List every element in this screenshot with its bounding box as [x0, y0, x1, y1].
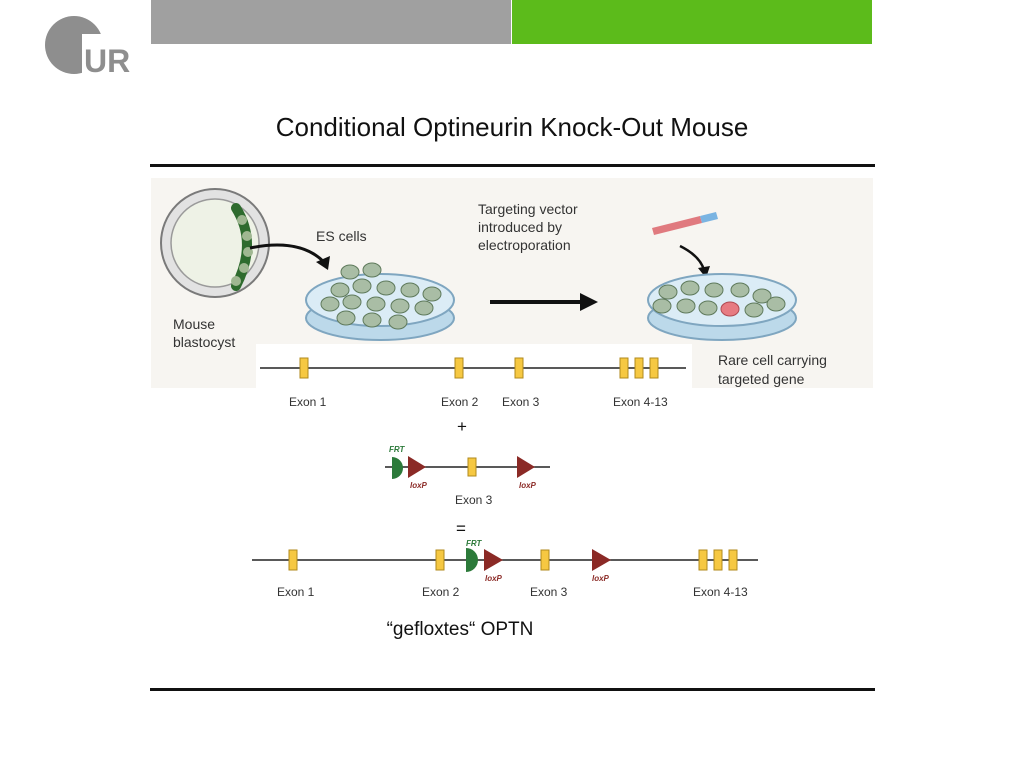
flox-frt-label: FRT: [466, 539, 483, 548]
wt-exon-3: [514, 357, 524, 379]
flox-loxp-left-label: loxP: [485, 574, 503, 583]
flox-exon-3: [540, 549, 550, 571]
university-logo: UR: [45, 16, 134, 76]
construct-frt-label: FRT: [389, 445, 406, 454]
flox-loxp-right-label: loxP: [592, 574, 610, 583]
flox-exon-4: [698, 549, 708, 571]
flox-exon-5: [713, 549, 723, 571]
flox-exon-2: [435, 549, 445, 571]
flox-loxp-left-icon: [484, 549, 503, 571]
vector-label-1: Targeting vector: [478, 201, 578, 217]
loxp-site-left-icon: [408, 456, 426, 478]
wt-exon-2: [454, 357, 464, 379]
wildtype-gene-map: [260, 357, 686, 379]
blastocyst-label-2: blastocyst: [173, 334, 235, 350]
wt-exon-1-label: Exon 1: [289, 395, 327, 409]
arrow-to-es-cells-icon: [316, 256, 330, 270]
flox-frt-site-icon: [466, 548, 478, 572]
floxed-gene-map: [252, 548, 758, 572]
vector-label-3: electroporation: [478, 237, 571, 253]
es-cells-dish: [305, 262, 455, 341]
wt-exon-6: [649, 357, 659, 379]
bottom-divider: [150, 688, 875, 691]
equals-sign: =: [456, 519, 466, 538]
floxed-optn-caption: “gefloxtes“ OPTN: [386, 619, 534, 640]
construct-loxp-right-label: loxP: [519, 481, 537, 490]
targeting-construct: [385, 456, 550, 479]
vector-label-2: introduced by: [478, 219, 562, 235]
targeted-cell-icon: [720, 301, 740, 317]
targeting-vector-icon: [652, 212, 718, 235]
wt-exon-3-label: Exon 3: [502, 395, 540, 409]
rare-cell-label-2: targeted gene: [718, 371, 805, 387]
construct-exon-3: [467, 457, 477, 477]
targeted-cells-dish: [647, 273, 797, 341]
blastocyst-illustration: [160, 188, 270, 298]
flox-exon-6: [728, 549, 738, 571]
flox-exon-4-13-label: Exon 4-13: [693, 585, 748, 599]
electroporation-arrow-icon: [580, 293, 598, 311]
blastocyst-label-1: Mouse: [173, 316, 215, 332]
flox-exon-1: [288, 549, 298, 571]
wt-exon-2-label: Exon 2: [441, 395, 479, 409]
es-cells-label: ES cells: [316, 228, 367, 244]
slide-title: Conditional Optineurin Knock-Out Mouse: [275, 112, 749, 142]
flox-loxp-right-icon: [592, 549, 611, 571]
header-bar-gray: [151, 0, 511, 44]
logo-text: UR: [84, 43, 130, 76]
flox-exon-3-label: Exon 3: [530, 585, 568, 599]
header-bar-green: [512, 0, 872, 44]
construct-exon-3-label: Exon 3: [455, 493, 493, 507]
flox-exon-2-label: Exon 2: [422, 585, 460, 599]
frt-site-icon: [392, 457, 403, 479]
wt-exon-4-13-label: Exon 4-13: [613, 395, 668, 409]
flox-exon-1-label: Exon 1: [277, 585, 315, 599]
plus-sign: +: [457, 417, 467, 436]
construct-loxp-left-label: loxP: [410, 481, 428, 490]
wt-exon-5: [634, 357, 644, 379]
wt-exon-4: [619, 357, 629, 379]
loxp-site-right-icon: [517, 456, 535, 478]
top-divider: [150, 164, 875, 167]
wt-exon-1: [299, 357, 309, 379]
rare-cell-label-1: Rare cell carrying: [718, 352, 827, 368]
